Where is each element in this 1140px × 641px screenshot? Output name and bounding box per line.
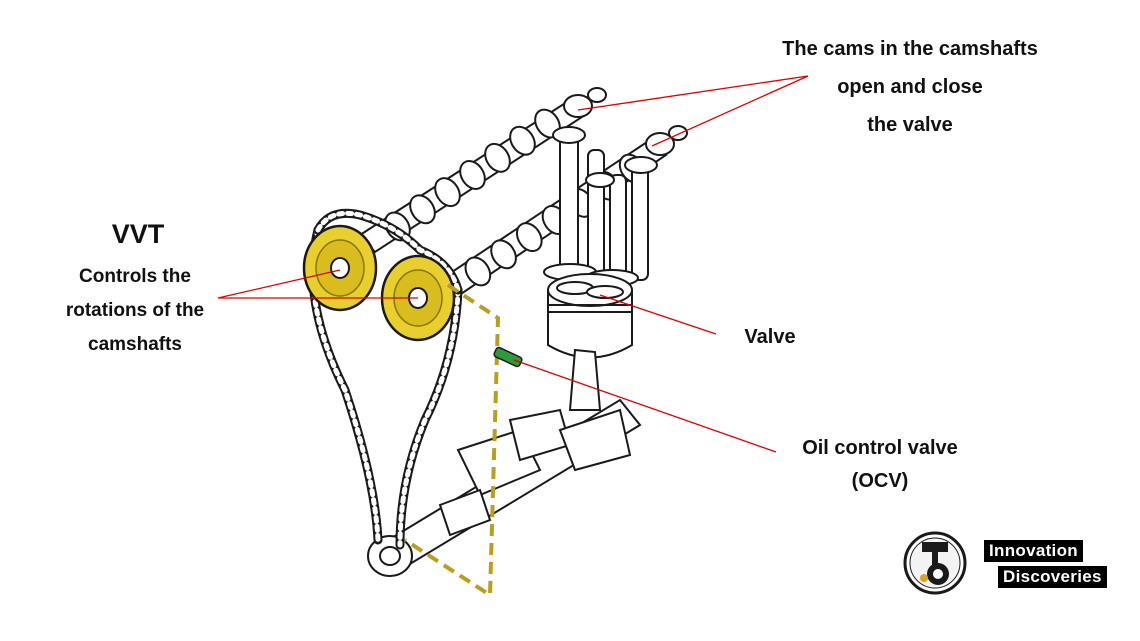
cam-lobe [509,125,536,156]
vvt-description: Controls the rotations of the camshafts [40,260,230,362]
vvt-desc-line: rotations of the [65,300,205,321]
ocv-label-line: (OCV) [851,470,909,492]
brand-logo: Innovation Discoveries [902,530,1122,600]
cam-lobe [490,239,517,270]
valve-label-line: Valve [744,326,796,348]
ocv-label-line: Oil control valve [802,437,958,459]
cam-lobe [434,177,461,208]
cams-label-line: the valve [867,114,953,136]
cam-lobe [459,160,486,190]
valve-label: Valve [730,318,810,356]
cams-label-line: open and close [837,76,983,98]
cam-lobe [464,256,492,287]
vvt-desc-line: Controls the [79,266,191,287]
gear-engine-emblem-icon [903,531,967,595]
cams-label-line: The cams in the camshafts [782,38,1038,60]
ocv-label: Oil control valve (OCV) [780,432,980,498]
piston [547,273,633,359]
oil-passage-line [403,283,501,599]
vvt-title: VVT [111,219,165,249]
connecting-rod [568,348,602,411]
cam-lobe [484,142,511,173]
cam-lobe [515,222,543,253]
cam-lobe [409,194,436,225]
crankshaft [367,398,642,577]
logo-text-line1: Innovation [984,540,1083,562]
callout-lines [217,75,809,453]
cams-label: The cams in the camshafts open and close… [760,30,1060,144]
vvt-desc-line: camshafts [88,334,182,355]
logo-text-line2: Discoveries [998,566,1107,588]
vvt-gear-intake [302,224,378,312]
